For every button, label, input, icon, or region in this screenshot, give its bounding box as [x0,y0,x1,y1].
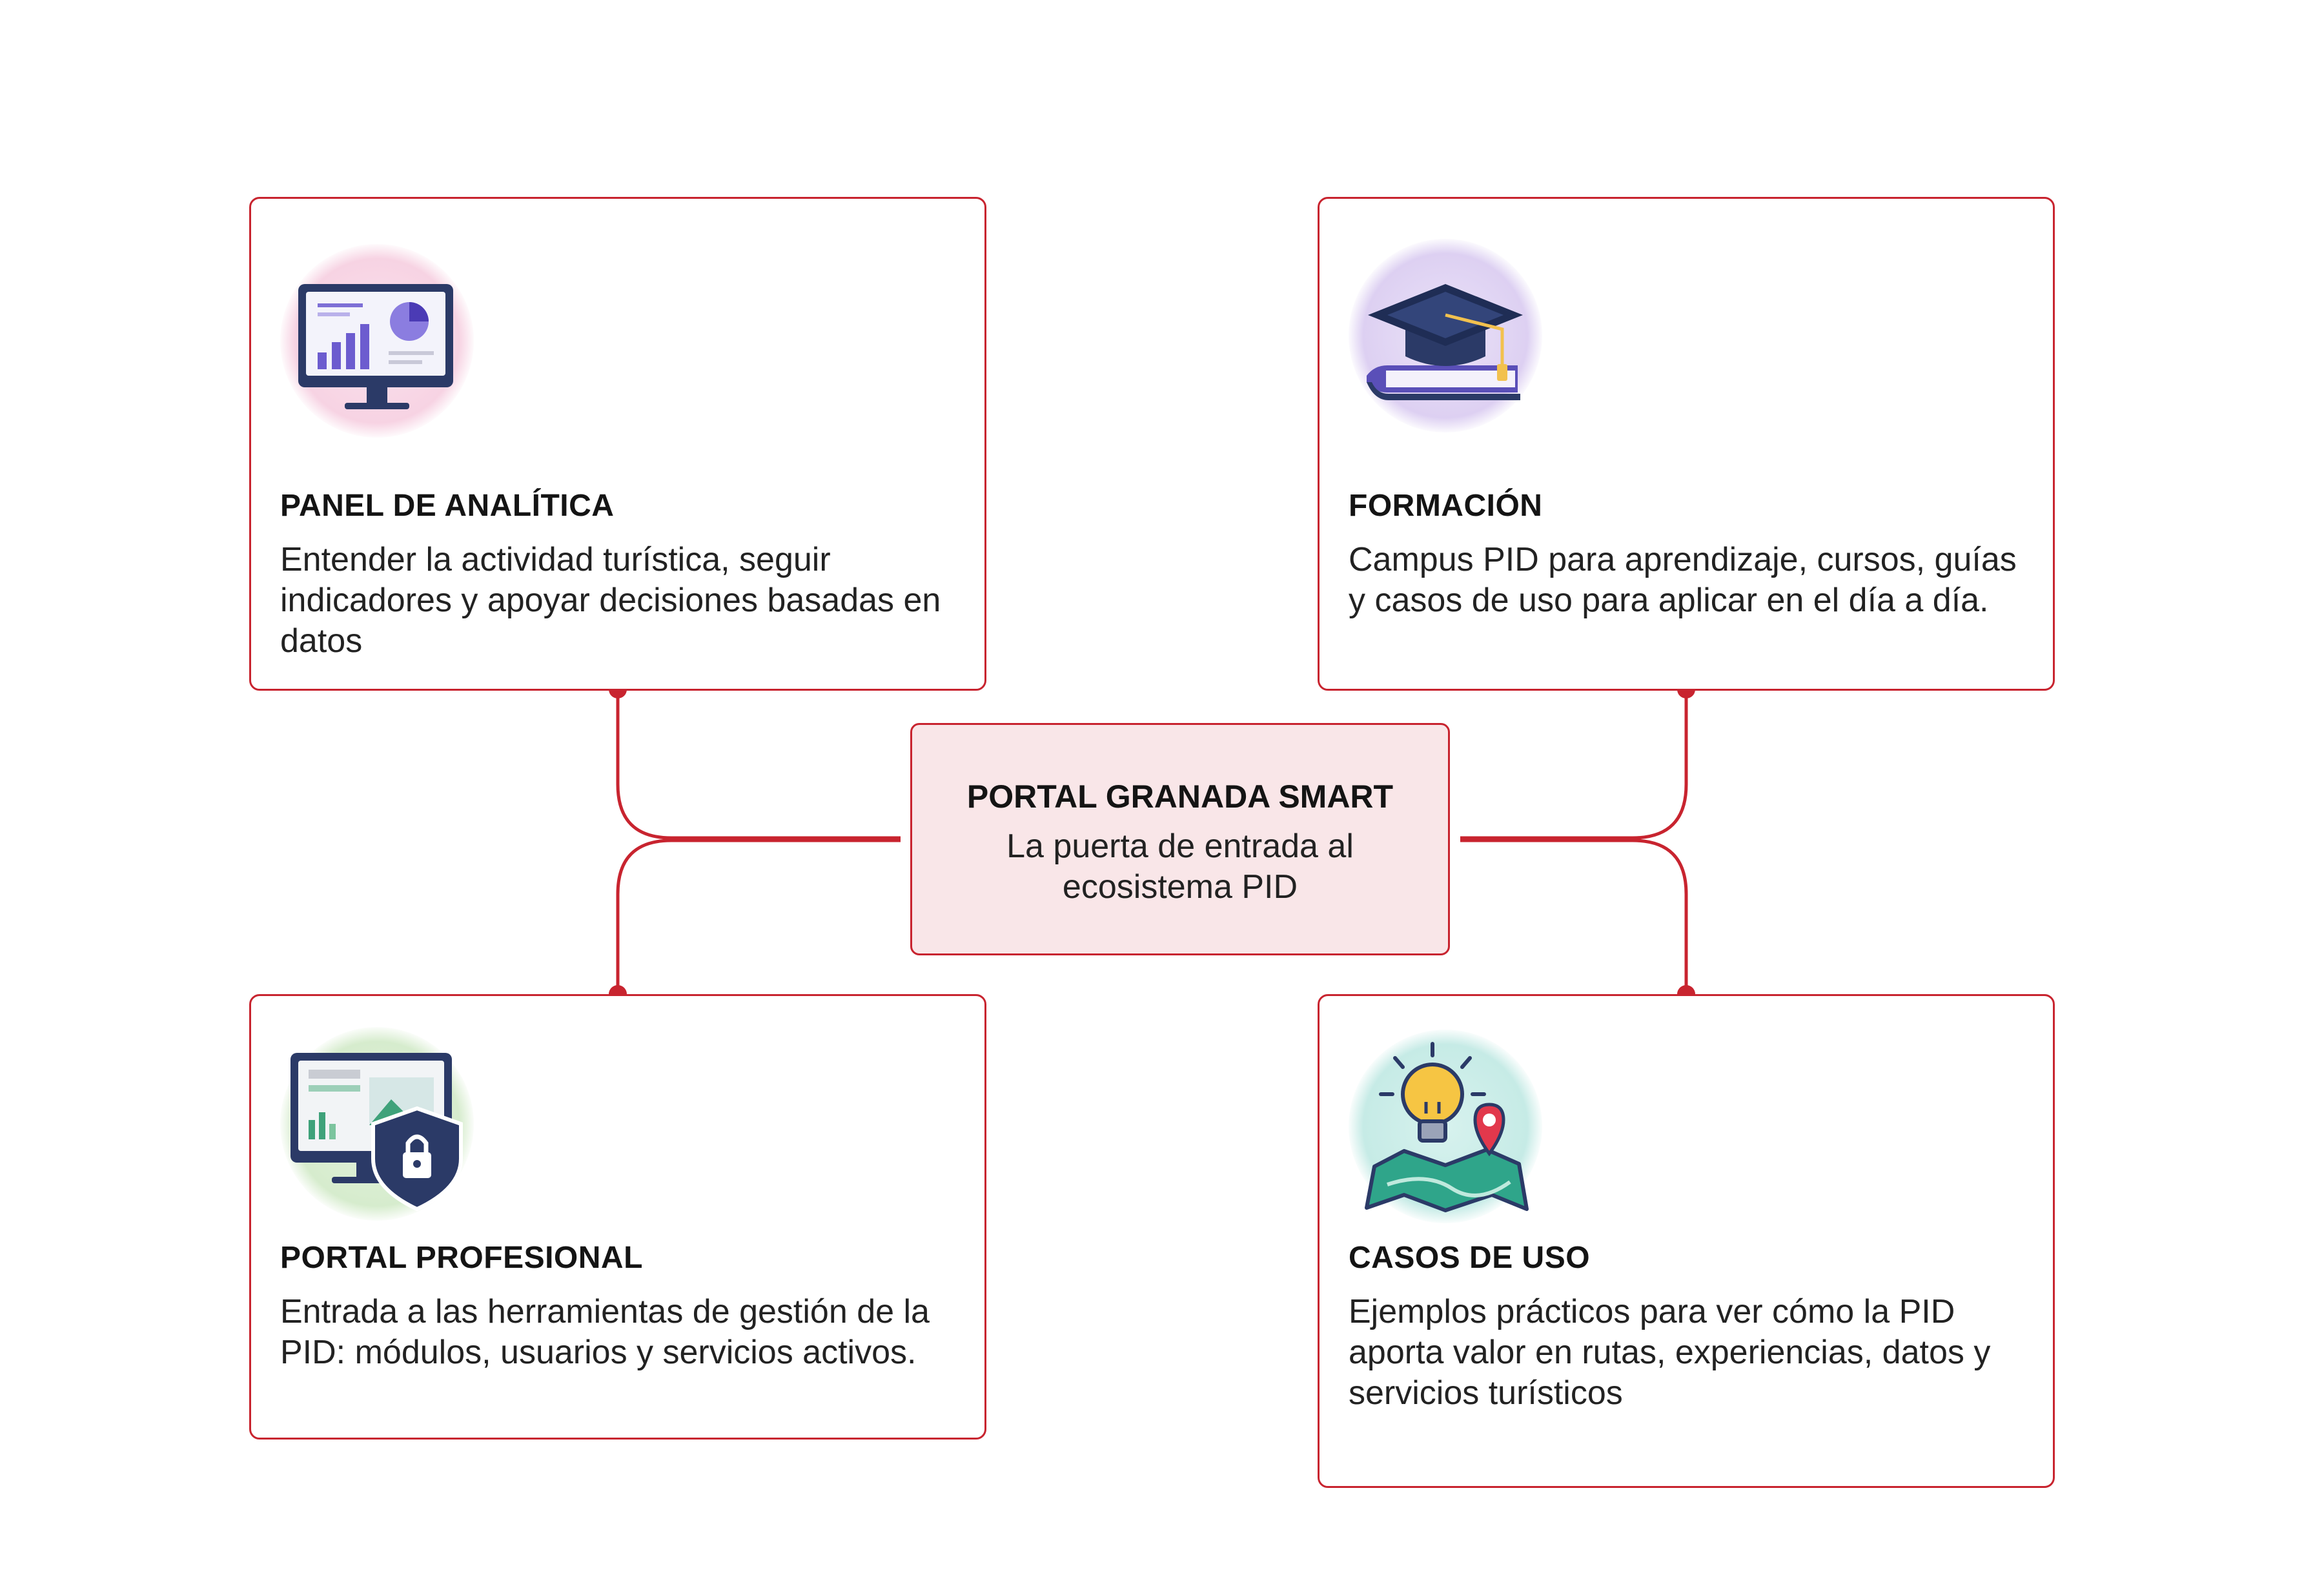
analytics-monitor-icon [280,244,474,438]
lightbulb-map-pin-icon [1349,1030,1542,1223]
center-node-portal[interactable]: PORTAL GRANADA SMART La puerta de entrad… [910,723,1450,955]
connector-bottom-left [616,839,901,994]
card-title: FORMACIÓN [1349,489,1543,523]
secure-monitor-icon [280,1027,474,1221]
card-formacion[interactable]: FORMACIÓN Campus PID para aprendizaje, c… [1318,197,2055,691]
card-casos-de-uso[interactable]: CASOS DE USO Ejemplos prácticos para ver… [1318,994,2055,1488]
card-title: PORTAL PROFESIONAL [280,1241,643,1275]
connector-top-left [616,691,901,840]
graduation-cap-book-icon [1349,239,1542,433]
card-description: Campus PID para aprendizaje, cursos, guí… [1349,541,2017,619]
card-portal-profesional[interactable]: PORTAL PROFESIONAL Entrada a las herrami… [249,994,986,1440]
card-description: Ejemplos prácticos para ver cómo la PID … [1349,1293,1991,1412]
center-title: PORTAL GRANADA SMART [966,779,1394,815]
card-title: PANEL DE ANALÍTICA [280,489,615,523]
center-subtitle: La puerta de entrada al ecosistema PID [1006,828,1354,906]
card-description: Entrada a las herramientas de gestión de… [280,1293,930,1371]
card-title: CASOS DE USO [1349,1241,1591,1275]
connector-top-right [1460,691,1688,840]
connector-bottom-right [1460,839,1688,994]
card-description: Entender la actividad turística, seguir … [280,541,941,660]
card-panel-analitica[interactable]: PANEL DE ANALÍTICA Entender la actividad… [249,197,986,691]
